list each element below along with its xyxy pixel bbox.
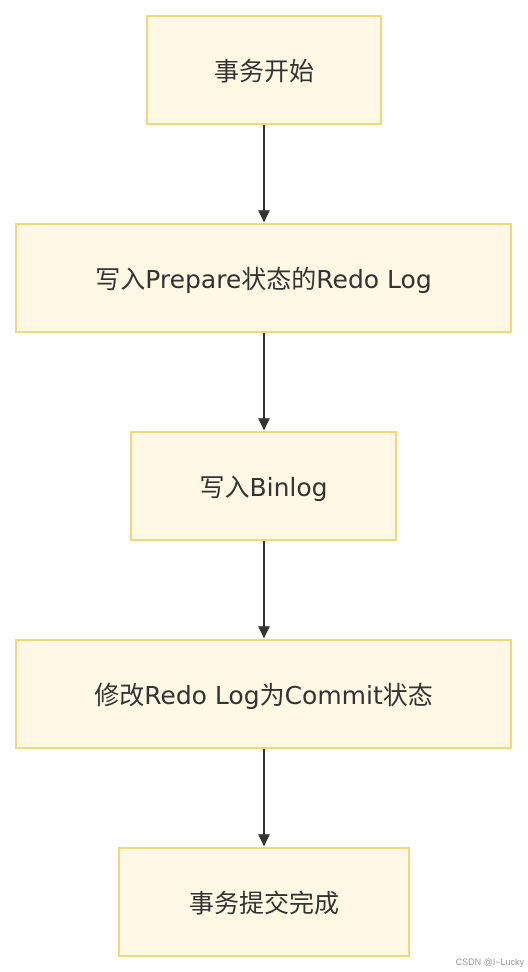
node-transaction-complete: 事务提交完成: [118, 847, 410, 957]
node-write-binlog: 写入Binlog: [130, 431, 397, 541]
node-label: 事务开始: [213, 57, 314, 86]
node-transaction-start: 事务开始: [146, 15, 382, 125]
node-label: 事务提交完成: [188, 889, 339, 918]
node-label: 写入Prepare状态的Redo Log: [95, 265, 432, 294]
node-commit-redo-log: 修改Redo Log为Commit状态: [15, 639, 512, 749]
watermark-text: CSDN @I~Lucky: [455, 957, 524, 967]
node-label: 修改Redo Log为Commit状态: [94, 681, 433, 710]
node-label: 写入Binlog: [199, 473, 328, 502]
node-write-prepare-redo-log: 写入Prepare状态的Redo Log: [15, 223, 512, 333]
